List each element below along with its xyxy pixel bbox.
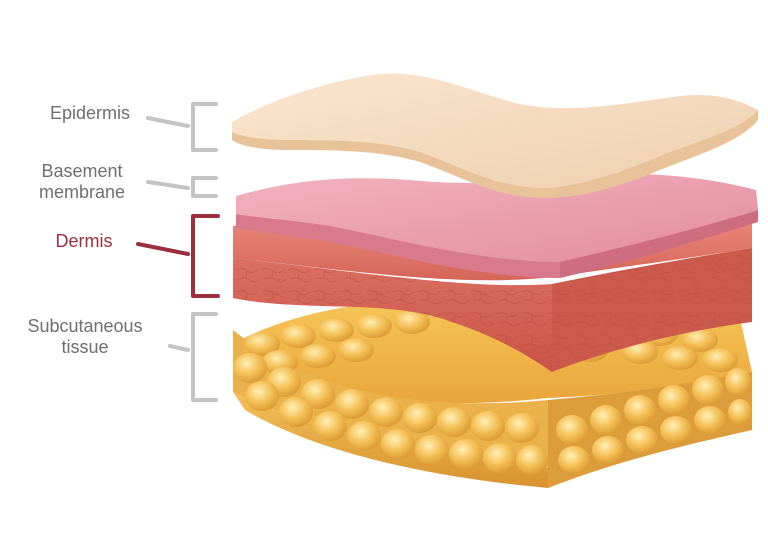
epidermis-bracket [146, 102, 218, 152]
epidermis-layer [232, 73, 758, 199]
subcutaneous-tissue-label: Subcutaneous tissue [27, 316, 143, 357]
basement-membrane-bracket [146, 176, 218, 198]
epidermis-label: Epidermis [49, 103, 131, 123]
basement-membrane-label: Basement membrane [38, 161, 126, 202]
dermis-bracket [136, 214, 220, 298]
basement-membrane-layer [236, 173, 758, 278]
dermis-label: Dermis [55, 231, 113, 251]
subcutaneous-bracket [168, 312, 218, 402]
